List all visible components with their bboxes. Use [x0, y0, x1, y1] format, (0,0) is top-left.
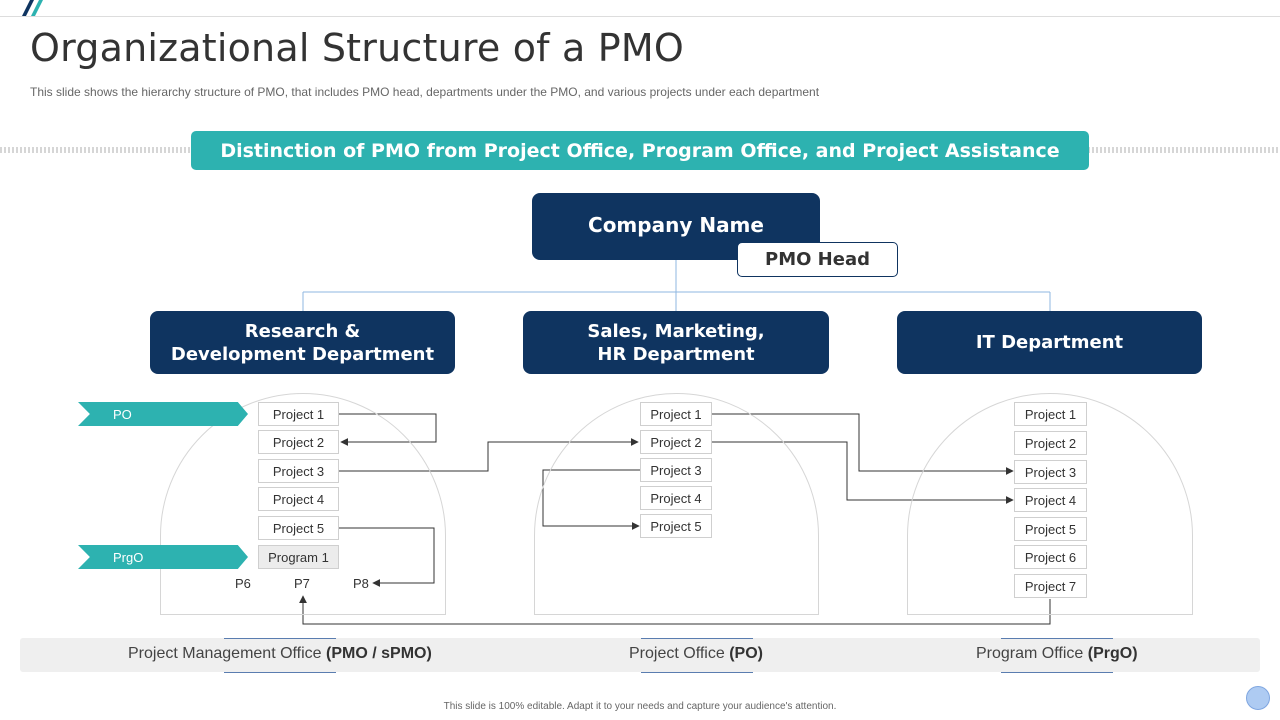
project-box: Project 4	[258, 487, 339, 511]
dept-label-line2: HR Department	[597, 343, 755, 365]
pmo-head-box: PMO Head	[737, 242, 898, 277]
legend-prgo-text: Program Office	[976, 645, 1088, 662]
project-box: Project 4	[1014, 488, 1087, 512]
circle-icon	[1246, 686, 1270, 710]
legend-accent-line	[641, 672, 753, 673]
tag-prgo: PrgO	[78, 545, 248, 569]
sub-project-label: P7	[294, 576, 310, 591]
legend-po-text: Project Office	[629, 645, 730, 662]
legend-prgo: Program Office (PrgO)	[976, 645, 1138, 663]
tag-po-label: PO	[113, 406, 132, 422]
legend-pmo: Project Management Office (PMO / sPMO)	[128, 645, 432, 663]
editable-note: This slide is 100% editable. Adapt it to…	[443, 701, 837, 712]
legend-pmo-bold: (PMO / sPMO)	[326, 645, 432, 662]
dept-label-line1: Sales, Marketing,	[587, 320, 765, 342]
project-box: Project 3	[1014, 460, 1087, 484]
dept-it: IT Department	[897, 311, 1202, 374]
legend-bar	[20, 638, 1260, 672]
project-box: Project 5	[258, 516, 339, 540]
company-name-box: Company Name	[532, 193, 820, 260]
project-box: Project 2	[640, 430, 712, 454]
project-box: Project 3	[258, 459, 339, 483]
sub-project-label: P6	[235, 576, 251, 591]
project-box: Project 7	[1014, 574, 1087, 598]
dept-label-line2: Development Department	[170, 343, 435, 365]
project-box: Project 1	[1014, 402, 1087, 426]
logo-icon	[22, 0, 43, 16]
program-box: Program 1	[258, 545, 339, 569]
dept-label-line1: Research &	[244, 320, 361, 342]
legend-accent-line	[641, 638, 753, 639]
project-box: Project 4	[640, 486, 712, 510]
distinction-banner: Distinction of PMO from Project Office, …	[191, 131, 1089, 170]
project-box: Project 2	[258, 430, 339, 454]
project-box: Project 6	[1014, 545, 1087, 569]
project-box: Project 1	[640, 402, 712, 426]
legend-accent-line	[224, 672, 336, 673]
dept-research: Research &Development Department	[150, 311, 455, 374]
page-subtitle: This slide shows the hierarchy structure…	[30, 85, 820, 99]
page-title: Organizational Structure of a PMO	[30, 26, 684, 70]
dept-label-line1: IT Department	[975, 332, 1124, 353]
legend-accent-line	[224, 638, 336, 639]
sub-project-label: P8	[353, 576, 369, 591]
project-box: Project 5	[1014, 517, 1087, 541]
legend-accent-line	[1001, 638, 1113, 639]
legend-accent-line	[1001, 672, 1113, 673]
dept-sales: Sales, Marketing,HR Department	[523, 311, 829, 374]
legend-po-bold: (PO)	[729, 645, 763, 662]
tag-po: PO	[78, 402, 248, 426]
top-divider	[0, 16, 1280, 17]
legend-po: Project Office (PO)	[629, 645, 763, 663]
tag-prgo-label: PrgO	[113, 549, 144, 565]
legend-prgo-bold: (PrgO)	[1087, 645, 1138, 662]
project-box: Project 3	[640, 458, 712, 482]
project-box: Project 5	[640, 514, 712, 538]
project-box: Project 1	[258, 402, 339, 426]
project-box: Project 2	[1014, 431, 1087, 455]
legend-pmo-text: Project Management Office	[128, 645, 327, 662]
